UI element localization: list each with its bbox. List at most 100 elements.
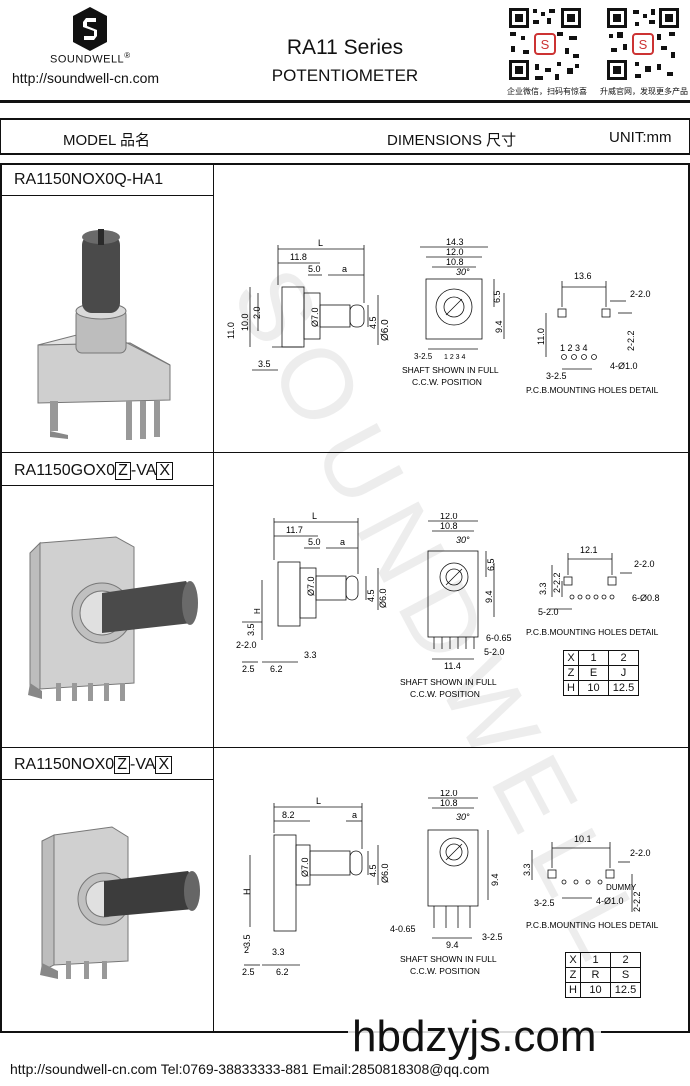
front-dim-9.4-3: 9.4 — [490, 873, 500, 886]
page-title: RA11 Series — [286, 36, 404, 59]
pcb-pin-labels-1: 1 2 3 4 — [560, 343, 588, 353]
table-cell: X — [565, 952, 581, 968]
pcb-dim-pitch-3: 3-2.5 — [534, 898, 555, 908]
side-dim-a-3: a — [352, 810, 357, 820]
product-render-1 — [37, 229, 171, 440]
pcb-dim-pitch-2: 5-2.0 — [538, 607, 559, 617]
pcb-dim-12.1-2: 12.1 — [580, 545, 598, 555]
side-dim-8.2-3: 8.2 — [282, 810, 295, 820]
side-dim-phi6-1: Ø6.0 — [380, 319, 391, 341]
side-dim-L-2: L — [312, 511, 317, 521]
svg-text:S: S — [541, 37, 550, 52]
pcb-dummy-label-3: DUMMY — [606, 883, 637, 892]
side-dim-11.7-2: 11.7 — [286, 525, 303, 535]
side-dim-phi6-3: Ø6.0 — [380, 863, 390, 883]
side-dim-phi6-2: Ø6.0 — [378, 588, 388, 608]
pcb-dim-2-2.0-3: 2-2.0 — [630, 848, 651, 858]
front-dim-10.8-1: 10.8 — [446, 257, 464, 267]
wechat-qr-code-icon: S — [507, 6, 583, 82]
side-dim-2-2.0-2: 2-2.0 — [236, 640, 257, 650]
header-divider — [0, 100, 690, 103]
side-dim-2-3: 2 — [244, 945, 249, 955]
model-column-heading: MODEL 品名 — [63, 132, 150, 149]
table-cell: 1 — [578, 650, 609, 666]
pcb-dim-13.6-1: 13.6 — [574, 271, 592, 281]
side-dim-5.0-2: 5.0 — [308, 537, 321, 547]
model-name-1: RA1150NOX0Q-HA1 — [14, 171, 164, 188]
pcb-dim-3.3-3: 3.3 — [522, 863, 532, 876]
side-dim-4.5-1: 4.5 — [368, 316, 378, 329]
side-view-drawing-2: L 11.7 5.0 a Ø7.0 H 4.5 Ø6.0 3.5 2-2.0 2… — [236, 511, 388, 674]
front-caption-line2-1: C.C.W. POSITION — [412, 377, 482, 387]
pcb-caption-3: P.C.B.MOUNTING HOLES DETAIL — [526, 920, 659, 930]
front-dim-9.4-1: 9.4 — [494, 320, 504, 333]
side-dim-3.3-2: 3.3 — [304, 650, 317, 660]
front-dim-14.3-1: 14.3 — [446, 237, 464, 247]
front-dim-11.4-2: 11.4 — [444, 661, 461, 671]
pcb-dim-pitch-1: 3-2.5 — [546, 371, 567, 381]
front-dim-12.0-3: 12.0 — [440, 790, 458, 798]
front-caption-line2-2: C.C.W. POSITION — [410, 689, 480, 699]
table-cell: S — [610, 967, 641, 983]
table-cell: Z — [563, 665, 579, 681]
side-dim-4.5-3: 4.5 — [368, 864, 378, 877]
table-cell: J — [608, 665, 639, 681]
front-dim-12.0-1: 12.0 — [446, 247, 464, 257]
side-dim-3.5-3: 3.5 — [242, 934, 252, 947]
side-dim-2.0-1: 2.0 — [252, 306, 262, 319]
side-dim-3.5-1: 3.5 — [258, 359, 271, 369]
front-dim-12.0-2: 12.0 — [440, 513, 458, 521]
side-dim-11.0-1: 11.0 — [226, 322, 236, 339]
front-view-drawing-1: 14.3 12.0 10.8 30° 6.5 9.4 3-2.5 1 2 3 4… — [402, 237, 505, 387]
front-dim-pitch-3: 3-2.5 — [482, 932, 503, 942]
brand-name: SOUNDWELL® — [50, 51, 131, 66]
pcb-dim-hole-1: 4-Ø1.0 — [610, 361, 638, 371]
pcb-detail-drawing-2: 12.1 2-2.0 3.3 2-2.2 6-Ø0.8 5-2.0 P.C.B.… — [526, 545, 660, 637]
front-dim-6.5-2: 6.5 — [486, 558, 496, 571]
row-3-name-divider — [2, 779, 213, 780]
front-view-drawing-3: 12.0 10.8 30° 9.4 4-0.65 9.4 3-2.5 SHAFT… — [390, 790, 503, 976]
pcb-caption-2: P.C.B.MOUNTING HOLES DETAIL — [526, 627, 659, 637]
spec-grid: RA1150NOX0Q-HA1 L 11.8 5.0 a — [0, 163, 690, 1033]
pcb-dim-2-2.0-2: 2-2.0 — [634, 559, 655, 569]
side-dim-6.2-2: 6.2 — [270, 664, 283, 674]
front-dim-9.4w-3: 9.4 — [446, 940, 459, 950]
table-cell: Z — [565, 967, 581, 983]
row-divider-2 — [2, 747, 688, 748]
header-website-link[interactable]: http://soundwell-cn.com — [12, 70, 160, 86]
side-dim-11.8-1: 11.8 — [290, 252, 307, 262]
front-angle-3: 30° — [456, 812, 470, 822]
unit-heading: UNIT:mm — [609, 129, 672, 146]
side-dim-3.3-3: 3.3 — [272, 947, 285, 957]
column-divider — [213, 165, 214, 1031]
side-dim-L-1: L — [318, 238, 323, 248]
pcb-dim-2-2.2-1: 2-2.2 — [626, 330, 636, 351]
qr-caption-1: 企业微信，扫码有惊喜 — [507, 87, 587, 96]
pcb-dim-2-2.2-3: 2-2.2 — [632, 891, 642, 912]
side-dim-10.0-1: 10.0 — [240, 313, 250, 331]
page-footer: http://soundwell-cn.com Tel:0769-3883333… — [0, 1047, 690, 1086]
pcb-dim-3.3-2: 3.3 — [538, 582, 548, 595]
front-caption-line2-3: C.C.W. POSITION — [410, 966, 480, 976]
side-dim-H-2: H — [253, 608, 262, 614]
row-divider-1 — [2, 452, 688, 453]
front-dim-9.4-2: 9.4 — [484, 590, 494, 603]
front-pin-labels-1: 1 2 3 4 — [444, 354, 466, 361]
front-caption-line1-2: SHAFT SHOWN IN FULL — [400, 677, 497, 687]
front-caption-line1-1: SHAFT SHOWN IN FULL — [402, 365, 499, 375]
side-view-drawing-1: L 11.8 5.0 a 10.0 2.0 11.0 Ø7.0 4.5 Ø6.0… — [226, 238, 391, 371]
side-dim-6.2-3: 6.2 — [276, 967, 289, 977]
product-render-3 — [40, 826, 200, 979]
side-dim-2.5-3: 2.5 — [242, 967, 255, 977]
front-angle-1: 30° — [456, 267, 470, 277]
table-cell: 2 — [610, 952, 641, 968]
side-dim-H-3: H — [242, 889, 252, 896]
